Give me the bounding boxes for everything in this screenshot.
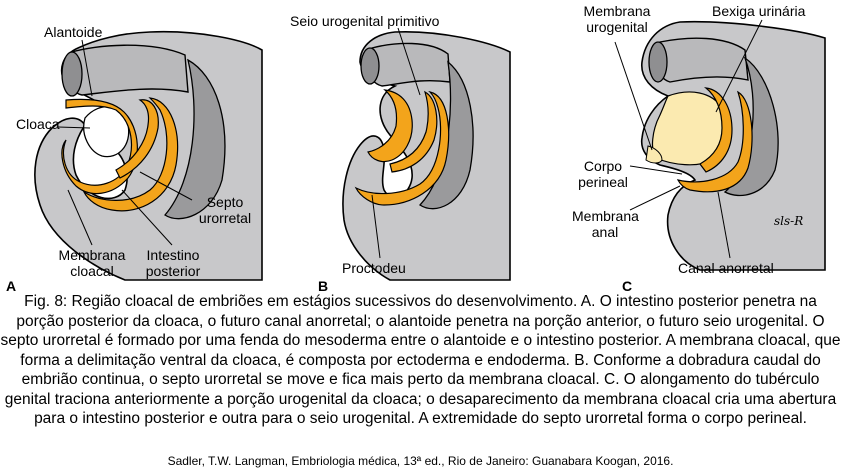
label-alantoide: Alantoide: [44, 24, 103, 40]
label-corpo-line1: Corpo: [583, 158, 623, 174]
panel-a-hindgut: [82, 97, 179, 212]
label-intestino-line2: posterior: [145, 263, 201, 279]
label-membrana-cloacal: Membrana cloacal: [52, 247, 132, 279]
panel-c-perineal-body: [645, 145, 663, 164]
figure: Alantoide Cloaca Septo urorretal Membran…: [6, 3, 826, 294]
panel-b-tube-opening: [360, 47, 380, 85]
label-corpo-line2: perineal: [578, 174, 628, 190]
panel-a-hindgut-shade: [164, 58, 226, 220]
embryo-illustrations: [34, 19, 826, 281]
label-membrana-uro-line2: urogenital: [586, 19, 648, 35]
label-cloaca: Cloaca: [16, 116, 60, 132]
panel-letter-a: A: [6, 278, 17, 294]
label-membrana-urogenital: Membrana urogenital: [578, 3, 656, 35]
label-bexiga-urinaria: Bexiga urinária: [712, 3, 806, 19]
panel-a-drawing: [34, 30, 263, 281]
panel-c-bladder-outer: [699, 87, 733, 173]
label-membrana-cloacal-line2: cloacal: [70, 263, 114, 279]
panel-letter-b: B: [318, 278, 329, 294]
panel-b-septum: [389, 90, 438, 173]
label-corpo-perineal: Corpo perineal: [574, 158, 632, 190]
label-membrana-anal-line2: anal: [591, 224, 619, 240]
label-canal-anorretal: Canal anorretal: [678, 260, 774, 276]
panel-c-drawing: [614, 19, 826, 271]
label-membrana-anal: Membrana anal: [572, 208, 639, 240]
label-proctodeu: Proctodeu: [342, 260, 406, 276]
label-seio-urogenital: Seio urogenital primitivo: [290, 13, 440, 29]
panel-a-allantois-opening: [61, 51, 83, 97]
label-intestino-line1: Intestino: [146, 247, 200, 263]
panel-c-tissue: [640, 20, 826, 271]
label-membrana-anal-line1: Membrana: [572, 208, 639, 224]
label-membrana-cloacal-line1: Membrana: [58, 247, 126, 263]
panel-b-drawing: [342, 27, 511, 281]
panel-a-endoderm: [61, 98, 138, 195]
label-membrana-uro-line1: Membrana: [583, 3, 651, 19]
panel-c-tube-opening: [648, 41, 668, 83]
figure-source: Sadler, T.W. Langman, Embriologia médica…: [167, 454, 674, 468]
label-septo-line2: urorretal: [198, 210, 252, 226]
illustrator-signature: sls-R: [774, 214, 804, 228]
panel-a-urorectal-septum: [115, 99, 159, 179]
panel-letter-c: C: [622, 278, 633, 294]
label-intestino-posterior: Intestino posterior: [138, 247, 208, 279]
figure-caption: Fig. 8: Região cloacal de embriões em es…: [0, 293, 841, 427]
panel-c-hindgut-shade: [723, 56, 779, 197]
label-septo-urorretal: Septo urorretal: [194, 194, 256, 226]
panel-c-anal-canal: [676, 90, 753, 193]
label-septo-line1: Septo: [206, 194, 244, 210]
panel-b-sinus: [367, 89, 413, 163]
panel-b-hindgut: [354, 90, 450, 206]
